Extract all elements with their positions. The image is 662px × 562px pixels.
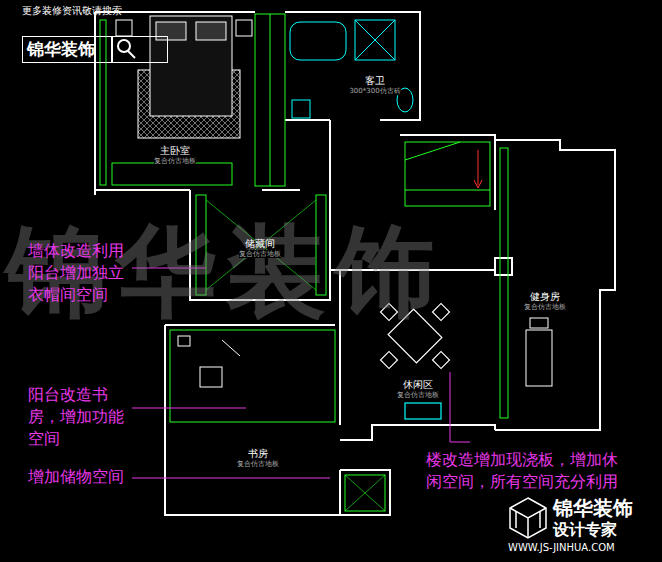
room-area: 客卫300*300仿古砖	[335, 72, 415, 98]
furniture-outline	[405, 142, 490, 190]
logo-text: 锦华装饰	[27, 39, 163, 59]
bed	[116, 16, 252, 138]
table-set	[381, 352, 398, 369]
wall	[262, 189, 300, 191]
desk-chair	[200, 367, 222, 387]
wall	[94, 190, 96, 195]
treadmill	[526, 318, 552, 386]
wall	[339, 470, 341, 515]
room-name: 健身房	[530, 291, 560, 303]
bathroom-fixture	[355, 20, 395, 60]
floor-note: 复合仿古地板	[239, 250, 281, 258]
tv-cabinet	[405, 403, 441, 419]
treadmill	[530, 318, 548, 328]
logo-cube	[510, 498, 546, 538]
furniture-outline	[100, 20, 106, 185]
furniture-outline	[405, 142, 490, 206]
room-name: 储藏间	[245, 238, 275, 250]
wall	[285, 119, 330, 121]
bed	[196, 22, 226, 40]
bathroom-fixture	[355, 20, 395, 60]
room-name: 主卧室	[160, 145, 190, 157]
bathroom-fixture	[290, 20, 413, 118]
room-area: 主卧室复合仿古地板	[125, 142, 225, 168]
floor-note: 300*300仿古砖	[349, 87, 400, 95]
desk-chair	[178, 336, 190, 346]
leader-line	[450, 372, 470, 442]
room-area: 书房复合仿古地板	[210, 445, 306, 471]
wall	[495, 140, 615, 430]
wall	[165, 325, 390, 515]
wall	[400, 135, 495, 210]
bed	[156, 22, 186, 40]
room-area: 休闲区复合仿古地板	[368, 376, 468, 402]
desk-chair	[178, 336, 240, 387]
logo-text: 锦华装饰	[553, 496, 653, 520]
furniture-outline	[345, 475, 385, 511]
logo-slogan: 设计专家	[553, 520, 653, 539]
wall	[340, 425, 495, 440]
stair-arrow	[474, 150, 482, 188]
wall	[285, 12, 420, 120]
leader-line	[132, 408, 246, 409]
tv-cabinet	[405, 403, 441, 419]
leader-line	[132, 478, 330, 479]
logo-url: WWW.JS-JINHUA.COM	[508, 542, 658, 554]
furniture-outline	[255, 14, 285, 186]
bathroom-fixture	[290, 22, 346, 60]
table-set	[433, 352, 450, 369]
wall	[329, 120, 331, 190]
annotation: 增加储物空间	[28, 467, 132, 486]
furniture-outline	[500, 148, 508, 418]
floor-note: 复合仿古地板	[524, 303, 566, 311]
search-icon	[112, 36, 135, 62]
room-area: 健身房复合仿古地板	[497, 288, 593, 314]
search-icon	[111, 36, 113, 62]
desk-chair	[222, 340, 240, 356]
room-name: 书房	[248, 448, 268, 460]
logo-cube	[510, 508, 546, 538]
annotation: 阳台改造书房，增加功能空间	[28, 384, 128, 450]
floor-note: 复合仿古地板	[237, 460, 279, 468]
bed	[150, 16, 232, 116]
room-area: 储藏间复合仿古地板	[212, 235, 308, 261]
furniture-outline	[112, 163, 232, 185]
bed	[116, 20, 132, 36]
furniture-outline	[345, 475, 385, 511]
logo-cube	[510, 498, 546, 538]
search-icon	[128, 51, 135, 58]
bed	[236, 20, 252, 36]
floor-note: 复合仿古地板	[397, 391, 439, 399]
bathroom-fixture	[292, 100, 310, 118]
floor-note: 复合仿古地板	[154, 157, 196, 165]
treadmill	[526, 330, 552, 386]
stair-arrow	[474, 150, 482, 188]
annotation: 楼改造增加现浇板，增加休闲空间，所有空间充分利用	[426, 449, 626, 493]
room-name: 休闲区	[403, 379, 433, 391]
annotation: 墙体改造利用阳台增加独立衣帽间空间	[28, 240, 128, 306]
search-icon	[118, 40, 130, 52]
logo-cube	[516, 511, 540, 528]
room-name: 客卫	[365, 75, 385, 87]
header-note: 更多装修资讯敬请搜索	[22, 5, 222, 17]
wall	[495, 258, 512, 275]
logo-box: 锦华装饰	[22, 36, 168, 63]
furniture-outline	[270, 14, 271, 186]
